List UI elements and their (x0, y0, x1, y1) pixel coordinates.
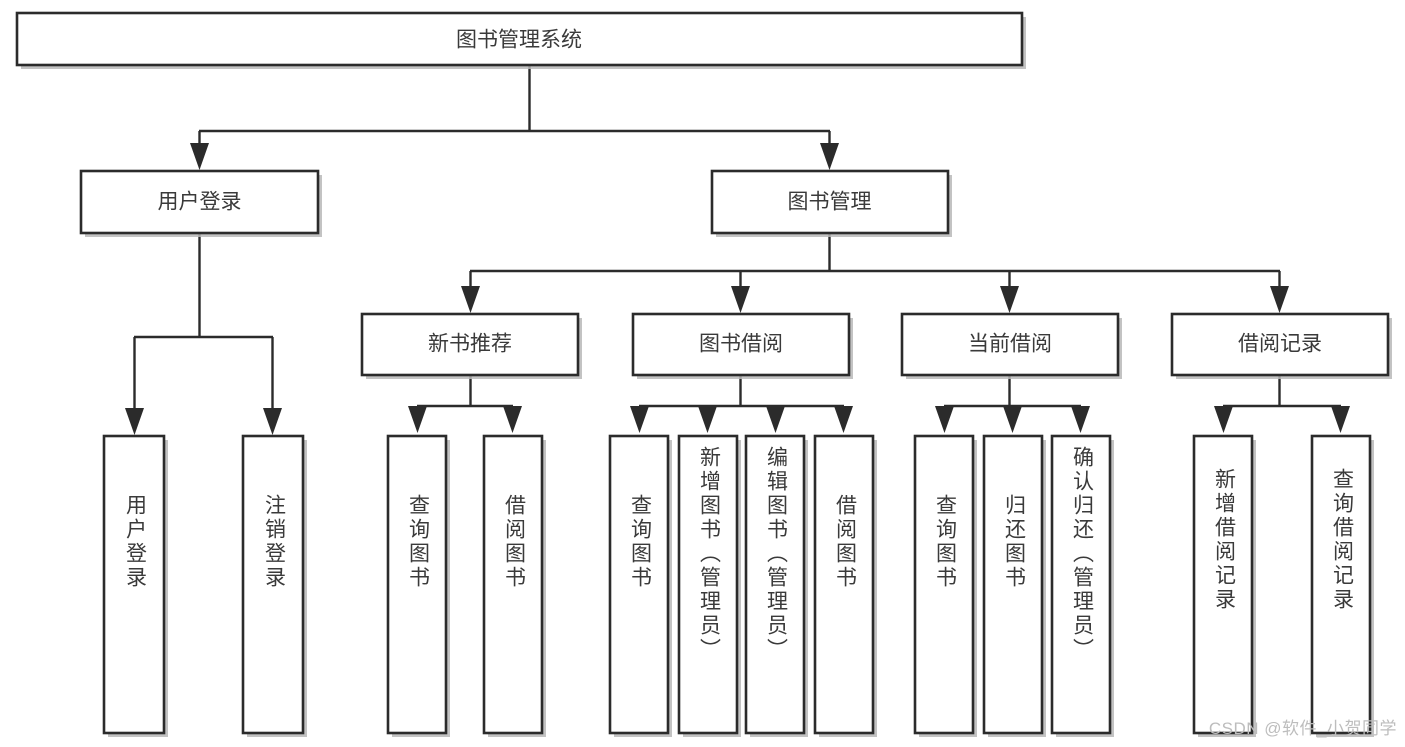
node-book-borrow[interactable]: 图书借阅 (631, 312, 853, 379)
leaf-rect-return-book[interactable] (982, 434, 1044, 735)
leaf-rect-query-book-2[interactable] (608, 434, 670, 735)
node-book-management-label: 图书管理 (788, 191, 872, 214)
node-root-system[interactable]: 图书管理系统 (15, 11, 1026, 69)
node-book-borrow-label: 图书借阅 (699, 333, 783, 356)
leaf-rect-borrow-book-2[interactable] (813, 434, 875, 735)
node-user-login-label: 用户登录 (158, 191, 242, 214)
node-borrow-record-rect (1170, 312, 1390, 377)
connector-group-root-to-level2 (190, 65, 839, 170)
arrow-head-leaf-return-book (1003, 406, 1022, 433)
node-book-management-rect (710, 169, 950, 235)
arrow-head-leaf-logout (263, 408, 282, 435)
arrow-head-record (1270, 286, 1289, 313)
leaf-rect-query-record[interactable] (1310, 434, 1372, 735)
leaf-rect-logout[interactable] (241, 434, 305, 735)
connector-group-current-to-leaves (935, 375, 1090, 433)
arrow-head-leaf-query-book-2 (630, 406, 649, 433)
arrow-head-new-book (461, 286, 480, 313)
arrow-head-leaf-user-login (125, 408, 144, 435)
leaf-rect-user-login[interactable] (102, 434, 166, 735)
arrow-head-leaf-borrow-book-2 (834, 406, 853, 433)
node-root-rect (15, 11, 1024, 67)
leaf-rect-add-record[interactable] (1192, 434, 1254, 735)
node-new-book-recommend-label: 新书推荐 (428, 333, 512, 356)
connector-group-user-login-to-leaves (125, 233, 282, 435)
node-root-label: 图书管理系统 (456, 29, 582, 52)
leaf-rect-query-book-3[interactable] (913, 434, 975, 735)
node-user-login-rect (79, 169, 320, 235)
node-user-login[interactable]: 用户登录 (79, 169, 322, 237)
connector-group-borrow-to-leaves (630, 375, 853, 433)
leaf-box-group (102, 434, 1374, 737)
arrow-head-leaf-borrow-book-1 (503, 406, 522, 433)
node-current-borrow-label: 当前借阅 (968, 333, 1052, 356)
node-current-borrow-rect (900, 312, 1120, 377)
node-borrow-record-label: 借阅记录 (1238, 333, 1322, 356)
leaf-rect-edit-book[interactable] (744, 434, 806, 735)
arrow-head-leaf-add-book (698, 406, 717, 433)
node-current-borrow[interactable]: 当前借阅 (900, 312, 1122, 379)
arrow-head-borrow (731, 286, 750, 313)
connector-group-new-book-to-leaves (408, 375, 522, 433)
arrow-head-book-mgmt (820, 143, 839, 170)
node-new-book-recommend[interactable]: 新书推荐 (360, 312, 582, 379)
leaf-rect-confirm-return[interactable] (1050, 434, 1112, 735)
leaf-rect-add-book[interactable] (677, 434, 739, 735)
arrow-head-current (1000, 286, 1019, 313)
node-new-book-recommend-rect (360, 312, 580, 377)
arrow-head-leaf-edit-book (766, 406, 785, 433)
node-borrow-record[interactable]: 借阅记录 (1170, 312, 1392, 379)
arrow-head-leaf-query-book-3 (935, 406, 954, 433)
connector-group-record-to-leaves (1214, 375, 1350, 433)
leaf-rect-query-book-1[interactable] (386, 434, 448, 735)
node-book-management[interactable]: 图书管理 (710, 169, 952, 237)
arrow-head-leaf-query-book-1 (408, 406, 427, 433)
arrow-head-user-login (190, 143, 209, 170)
arrow-head-leaf-query-record (1331, 406, 1350, 433)
arrow-head-leaf-confirm-return (1071, 406, 1090, 433)
node-book-borrow-rect (631, 312, 851, 377)
connector-group-book-mgmt-to-level3 (461, 233, 1289, 313)
arrow-head-leaf-add-record (1214, 406, 1233, 433)
leaf-rect-borrow-book-1[interactable] (482, 434, 544, 735)
